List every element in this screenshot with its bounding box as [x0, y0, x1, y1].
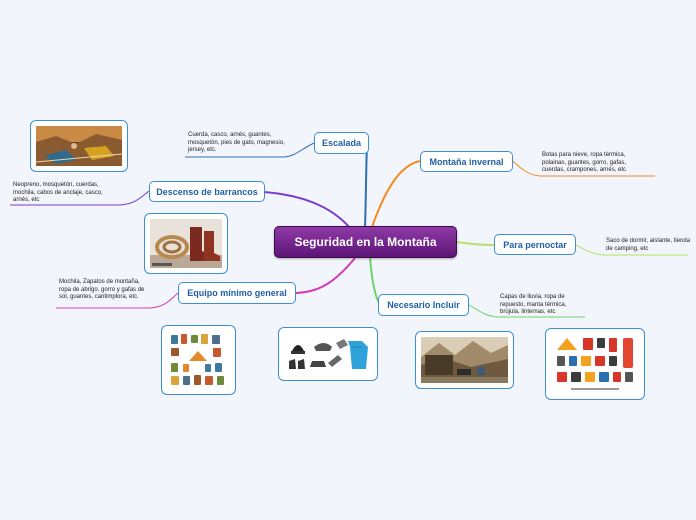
landscape-photo-icon	[421, 337, 508, 383]
link-descenso	[263, 191, 351, 229]
equipment-infographic-icon	[551, 334, 639, 394]
boots-photo-icon	[150, 219, 222, 268]
link-equipo	[295, 257, 356, 294]
central-topic[interactable]: Seguridad en la Montaña	[274, 226, 457, 258]
climbing-photo-icon	[36, 126, 122, 166]
note-escalada: Cuerda, casco, arnés, guantes, mosquetón…	[188, 132, 285, 154]
camping-gear-illustration[interactable]	[161, 325, 236, 395]
note-necesario-incluir: Capas de lluvia, ropa de repuesto, manta…	[500, 294, 567, 316]
note-equipo-minimo: Mochila, Zapatos de montaña, ropa de abr…	[59, 279, 145, 301]
branch-equipo-minimo[interactable]: Equipo mínimo general	[178, 282, 296, 304]
gear-illustration-icon	[167, 331, 230, 389]
branch-escalada[interactable]: Escalada	[314, 132, 369, 154]
note-montana-invernal: Botas para nieve, ropa térmica, polainas…	[542, 152, 627, 174]
branch-descenso-barrancos[interactable]: Descenso de barrancos	[149, 181, 265, 202]
note-descenso-barrancos: Neopreno, mosquetón, cuerdas, mochila, c…	[13, 182, 103, 204]
branch-para-pernoctar[interactable]: Para pernoctar	[494, 234, 576, 255]
boots-rope-photo[interactable]	[144, 213, 228, 274]
link-pernoctar	[456, 241, 495, 246]
link-equipo-note	[56, 292, 179, 309]
winter-gear-icon	[284, 333, 372, 375]
note-para-pernoctar: Saco de dormir, aislante, tienda de camp…	[606, 238, 691, 252]
link-invernal-note	[512, 160, 655, 177]
mountain-camp-photo[interactable]	[415, 331, 514, 389]
link-necesario-note	[468, 304, 585, 318]
climbers-photo[interactable]	[30, 120, 128, 172]
branch-necesario-incluir[interactable]: Necesario Incluir	[378, 294, 469, 316]
link-invernal	[371, 160, 421, 228]
winter-gear-illustration[interactable]	[278, 327, 378, 381]
hiking-equipment-infographic[interactable]	[545, 328, 645, 400]
link-escalada-note	[185, 142, 315, 158]
link-pernoctar-note	[575, 244, 688, 256]
link-escalada	[364, 142, 368, 228]
branch-montana-invernal[interactable]: Montaña invernal	[420, 151, 513, 172]
link-descenso-note	[10, 190, 150, 206]
